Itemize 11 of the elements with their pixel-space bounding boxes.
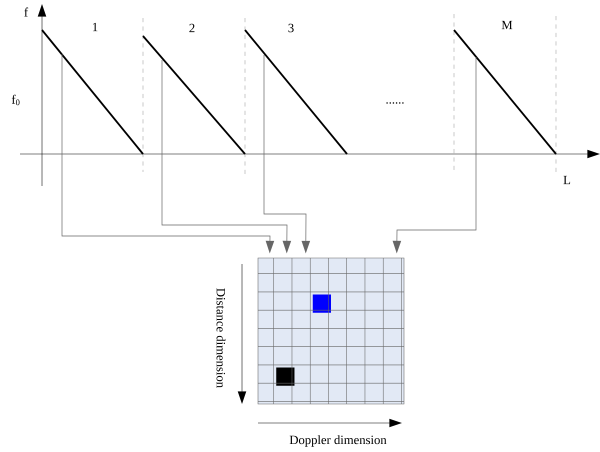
chirp-ramp: 1 — [41, 22, 144, 155]
axis-label: f — [24, 8, 28, 16]
axis-label: Distance dimension — [216, 288, 226, 388]
axis-label: L — [564, 176, 570, 184]
chirp-ramp: M — [453, 20, 557, 155]
range-doppler-grid — [258, 258, 404, 404]
axis-label: Doppler dimension — [290, 435, 386, 447]
ellipsis: ...... — [386, 102, 404, 104]
chirp-ramp: 2 — [142, 24, 246, 155]
chirp-ramp: 3 — [244, 24, 348, 155]
axis-label: f$_{0}$ — [12, 94, 20, 106]
